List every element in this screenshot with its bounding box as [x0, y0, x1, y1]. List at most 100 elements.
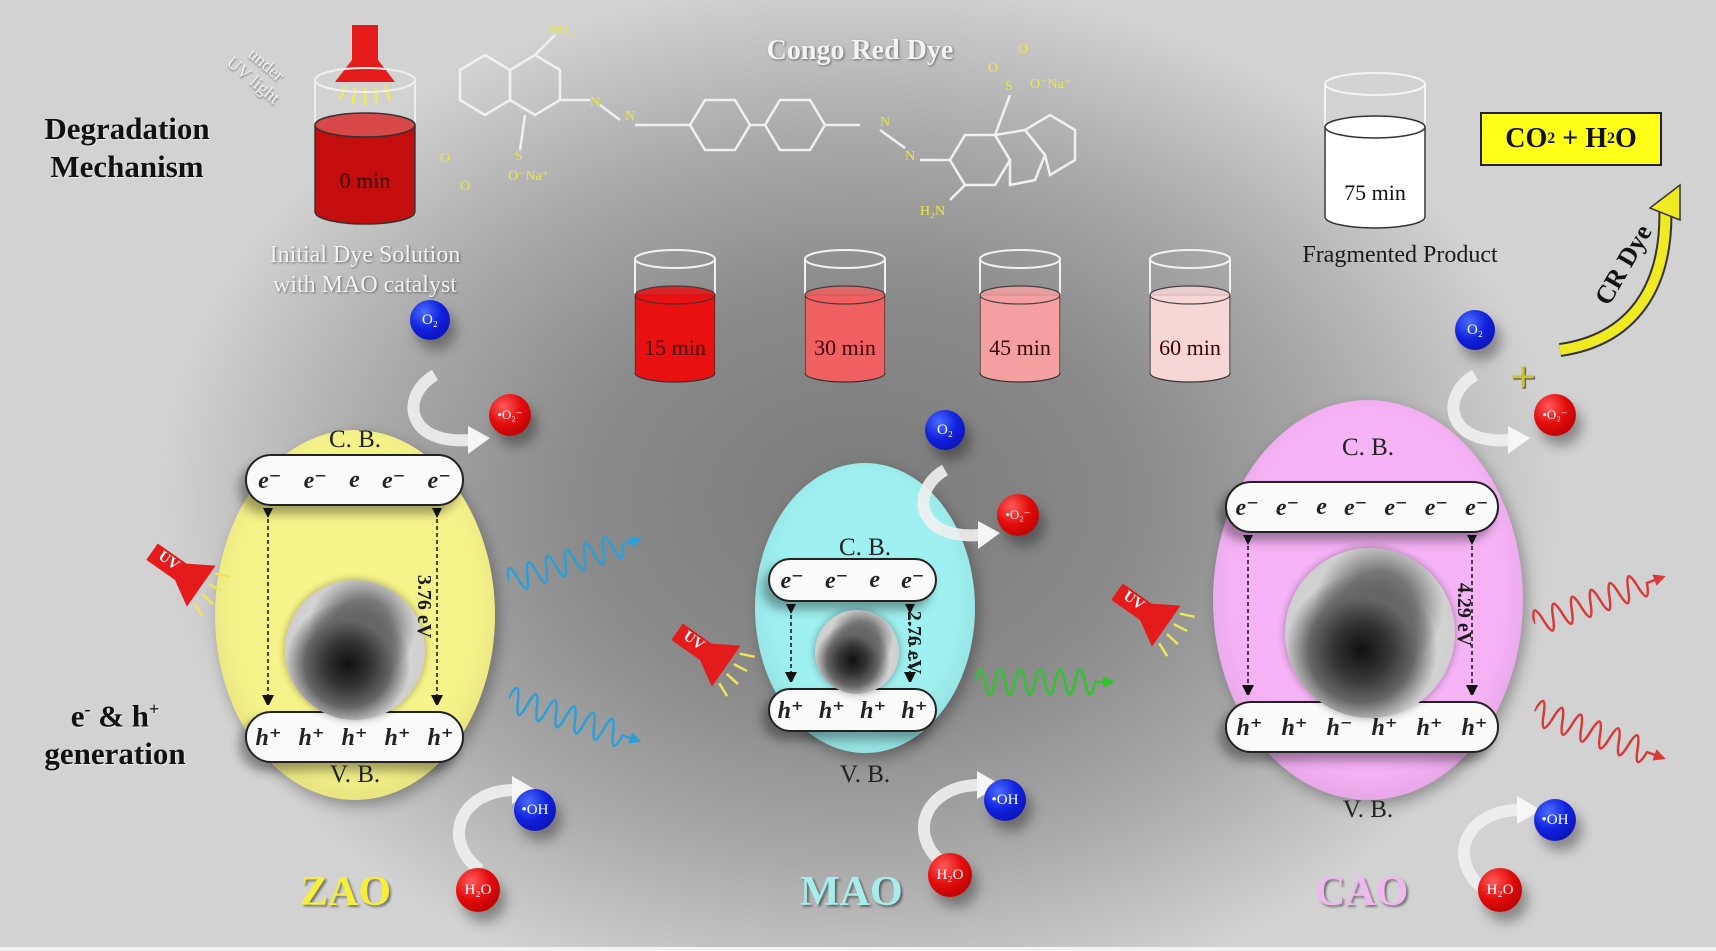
- hole: h⁺: [777, 698, 804, 724]
- beaker-time-label: 45 min: [989, 335, 1051, 360]
- hole: h⁺: [1281, 715, 1308, 741]
- beaker-icon: [979, 249, 1061, 383]
- electron-sup: -: [84, 699, 91, 719]
- co2-sub: 2: [1547, 130, 1556, 147]
- final-beaker: [1324, 72, 1426, 229]
- left-oxygen-b: O: [460, 179, 470, 194]
- emission-wave-icon: [506, 536, 642, 591]
- oxygen-molecule: O₂: [925, 410, 965, 450]
- band-gap-value: 4.29 eV: [1453, 582, 1476, 647]
- hydroxyl-radical: •OH: [514, 789, 556, 831]
- water-molecule: H₂O: [928, 853, 972, 897]
- carrier-generation-label: e- & h+ generation: [10, 690, 220, 773]
- band-gap-arrows: [1242, 535, 1478, 695]
- uv-lamp: UV: [1080, 561, 1200, 678]
- azo-n2: N: [625, 109, 635, 124]
- h2o-text: H: [1585, 123, 1607, 154]
- emission-wave-icon: [1532, 574, 1666, 632]
- oxidation-arrow-icon: [1458, 796, 1541, 895]
- hole: h⁺: [341, 725, 368, 751]
- emission-wave-icon: [975, 668, 1115, 696]
- h2o-tail: O: [1614, 123, 1637, 154]
- lamp-icon: [335, 25, 395, 106]
- hole: h⁺: [860, 698, 887, 724]
- electron: e: [869, 566, 880, 593]
- right-amine-label: H₂N: [920, 204, 945, 219]
- uv-lamp-icon: [671, 623, 755, 697]
- hole: h⁺: [298, 725, 325, 751]
- time-beaker: 30 min: [800, 245, 890, 385]
- h2o-sub: 2: [1606, 130, 1615, 147]
- hole: h⁺: [901, 698, 928, 724]
- reduction-arrow-icon: [1447, 370, 1530, 454]
- uv-note: under UV light: [205, 21, 315, 122]
- uv-lamp-icon: [1111, 583, 1195, 657]
- electron: e: [349, 466, 360, 493]
- reduction-arrow-icon: [407, 370, 490, 454]
- dye-title: Congo Red Dye: [766, 35, 954, 66]
- electron: e⁻: [901, 568, 925, 594]
- uv-lamp: UV: [115, 521, 235, 638]
- beaker-icon: [1149, 249, 1231, 383]
- superoxide-radical: •O₂⁻: [997, 494, 1039, 536]
- electron-symbol: e: [70, 698, 85, 734]
- electron: e⁻: [258, 468, 282, 494]
- water-molecule: H₂O: [1478, 868, 1522, 912]
- hole: h⁺: [1371, 715, 1398, 741]
- conduction-band-label: C. B.: [838, 534, 892, 561]
- co2-text: CO: [1505, 123, 1548, 154]
- initial-caption: Initial Dye Solution with MAO catalyst: [230, 240, 500, 300]
- cr-dye-arrow: [1558, 183, 1681, 357]
- reduction-arrow-icon: [917, 465, 1000, 549]
- hole: h⁺: [384, 725, 411, 751]
- hole: h⁺: [255, 725, 282, 751]
- band-gap-arrows: [262, 508, 443, 705]
- oxygen-molecule: O₂: [1455, 310, 1495, 350]
- electron: e: [1316, 493, 1327, 520]
- tem-image: [1285, 548, 1455, 718]
- left-sulfonate: O⁻Na⁺: [508, 169, 549, 184]
- hole: h⁺: [427, 725, 454, 751]
- hole: h⁺: [1236, 715, 1263, 741]
- right-oxygen-a: O: [988, 61, 998, 76]
- electron: e⁻: [303, 468, 327, 494]
- section-title: Degradation Mechanism: [22, 110, 232, 186]
- hydroxyl-radical: •OH: [984, 779, 1026, 821]
- catalyst-name: MAO: [800, 869, 903, 915]
- electron: e⁻: [1275, 495, 1300, 521]
- superoxide-radical: •O₂⁻: [489, 394, 531, 436]
- superoxide-radical: •O₂⁻: [1534, 394, 1576, 436]
- uv-lamp-icon: [146, 543, 230, 617]
- plus-text: +: [1555, 123, 1586, 154]
- and-hole-text: & h: [90, 698, 150, 734]
- electron: e⁻: [780, 568, 804, 594]
- band-gap-value: 3.76 eV: [413, 574, 436, 638]
- valence-band: h⁺ h⁺ h⁺ h⁺ h⁺: [245, 711, 464, 763]
- initial-caption-line1: Initial Dye Solution: [269, 242, 461, 268]
- left-sulfur: S: [515, 149, 523, 164]
- electron: e⁻: [1465, 495, 1489, 521]
- catalyst-name: ZAO: [300, 869, 392, 915]
- valence-band: h⁺ h⁺ h⁺ h⁺: [768, 688, 937, 732]
- beaker-icon: [804, 249, 886, 383]
- hole: h⁺: [1416, 715, 1443, 741]
- hole-sup: +: [149, 699, 160, 719]
- azo-n4: N: [905, 149, 915, 164]
- catalyst-name: CAO: [1315, 869, 1409, 915]
- section-title-line1: Degradation: [44, 111, 210, 146]
- water-molecule: H₂O: [456, 868, 500, 912]
- hole: h⁺: [818, 698, 845, 724]
- conduction-band-label: C. B.: [328, 426, 382, 453]
- tem-image: [815, 610, 899, 694]
- initial-beaker: [314, 25, 416, 225]
- right-oxygen-b: O: [1018, 42, 1028, 57]
- generation-text: generation: [44, 736, 186, 772]
- emission-wave-icon: [507, 686, 642, 748]
- band-gap-arrows: [785, 604, 916, 682]
- right-sulfur: S: [1005, 79, 1013, 94]
- electron: e⁻: [1424, 495, 1449, 521]
